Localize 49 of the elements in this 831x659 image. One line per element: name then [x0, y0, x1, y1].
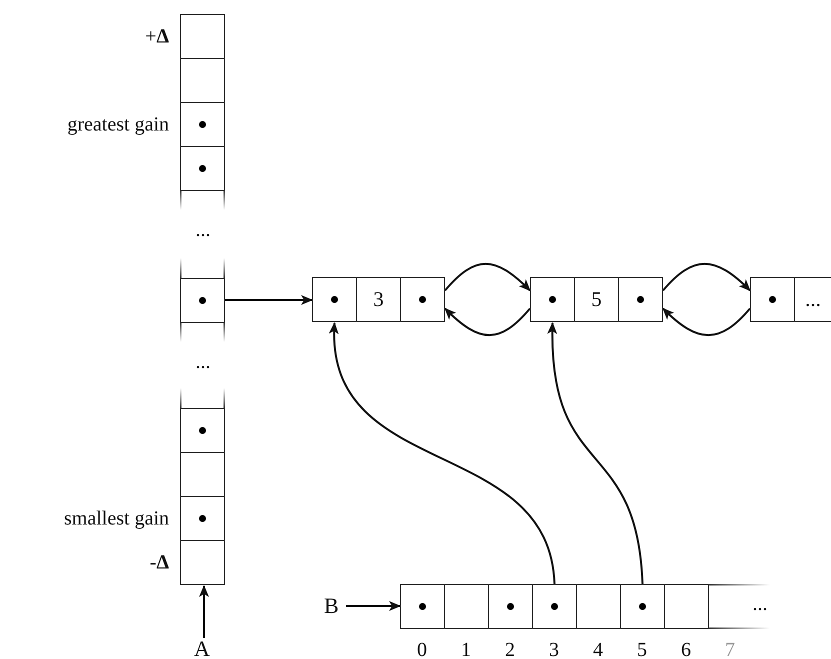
array-cell	[530, 277, 575, 322]
array-cell	[400, 584, 445, 629]
array-cell	[180, 278, 225, 323]
bucket-label: +Δ	[145, 25, 169, 48]
array-cell	[618, 277, 663, 322]
index-number: 7	[725, 640, 735, 659]
index-number: 6	[681, 640, 691, 659]
index-number: 2	[505, 640, 515, 659]
index-number: 5	[637, 640, 647, 659]
array-cell	[180, 408, 225, 453]
array-cell	[400, 277, 445, 322]
array-cell	[312, 277, 357, 322]
array-cell	[664, 584, 709, 629]
array-cell	[794, 277, 831, 322]
arrow	[225, 295, 313, 305]
pointer-label: B	[324, 595, 339, 617]
array-cell	[180, 146, 225, 191]
array-cell	[574, 277, 619, 322]
index-number: 1	[461, 640, 471, 659]
cell-value: ...	[805, 289, 821, 310]
arrow	[444, 308, 531, 336]
array-cell	[620, 584, 665, 629]
array-cell	[750, 277, 795, 322]
ellipsis: ...	[196, 220, 210, 240]
bucket-label: smallest gain	[64, 507, 169, 530]
array-cell	[532, 584, 577, 629]
index-number: 4	[593, 640, 603, 659]
arrow	[662, 262, 751, 292]
array-cell	[180, 58, 225, 103]
bucket-label: greatest gain	[67, 113, 169, 136]
pointer-label: A	[194, 638, 210, 659]
arrow	[662, 308, 751, 336]
arrow	[199, 585, 209, 638]
index-number: 3	[549, 640, 559, 659]
array-cell	[444, 584, 489, 629]
cell-value: 3	[373, 289, 384, 310]
bucket-label: -Δ	[150, 551, 169, 574]
arrow	[444, 262, 531, 292]
array-cell	[356, 277, 401, 322]
arrow	[346, 601, 401, 611]
ellipsis: ...	[752, 594, 768, 614]
index-number: 0	[417, 640, 427, 659]
array-cell	[576, 584, 621, 629]
arrow	[330, 322, 556, 584]
array-cell	[180, 452, 225, 497]
ellipsis: ...	[196, 352, 210, 372]
arrow	[548, 322, 644, 584]
cell-value: 5	[591, 289, 602, 310]
array-cell	[488, 584, 533, 629]
